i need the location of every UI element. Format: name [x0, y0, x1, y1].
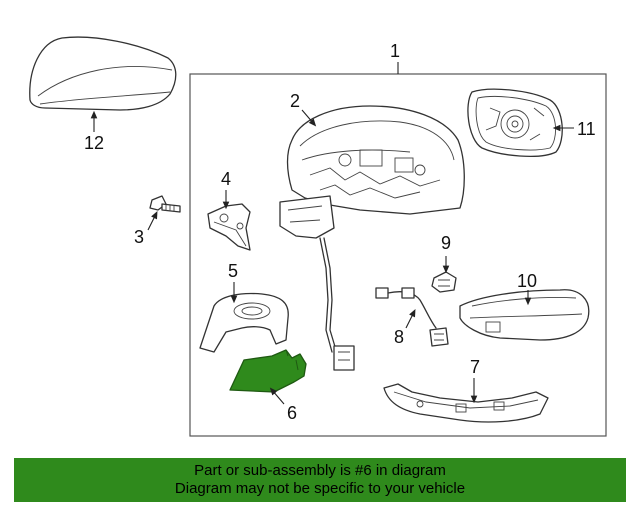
callout-12: 12	[84, 133, 105, 153]
base-cover-part	[199, 292, 289, 353]
mirror-housing-part	[279, 105, 465, 371]
callout-1: 1	[390, 41, 401, 61]
screw-part	[149, 195, 181, 213]
callout-11: 11	[577, 119, 596, 139]
callout-7: 7	[470, 357, 481, 377]
callout-5: 5	[228, 261, 239, 281]
info-banner: Part or sub-assembly is #6 in diagram Di…	[14, 458, 626, 502]
mirror-cover-part	[29, 36, 177, 111]
callout-10: 10	[517, 271, 538, 291]
callout-9: 9	[441, 233, 452, 253]
wire-harness-part	[375, 287, 449, 347]
callout-4: 4	[221, 169, 232, 189]
banner-line-disclaimer: Diagram may not be specific to your vehi…	[174, 480, 466, 497]
lower-cover-part	[383, 383, 549, 423]
clip-part	[431, 271, 457, 293]
highlighted-part-6	[229, 349, 307, 393]
banner-line-part: Part or sub-assembly is #6 in diagram	[194, 462, 446, 479]
leader-3	[147, 211, 158, 231]
turn-signal-part	[459, 289, 590, 341]
bracket-part	[207, 203, 251, 251]
leader-6	[269, 387, 285, 405]
callout-6: 6	[287, 403, 298, 423]
callout-3: 3	[134, 227, 145, 247]
callout-2: 2	[290, 91, 301, 111]
callout-8: 8	[394, 327, 405, 347]
leader-2	[301, 109, 317, 127]
mirror-glass-part	[467, 88, 563, 157]
leader-8	[405, 309, 416, 329]
